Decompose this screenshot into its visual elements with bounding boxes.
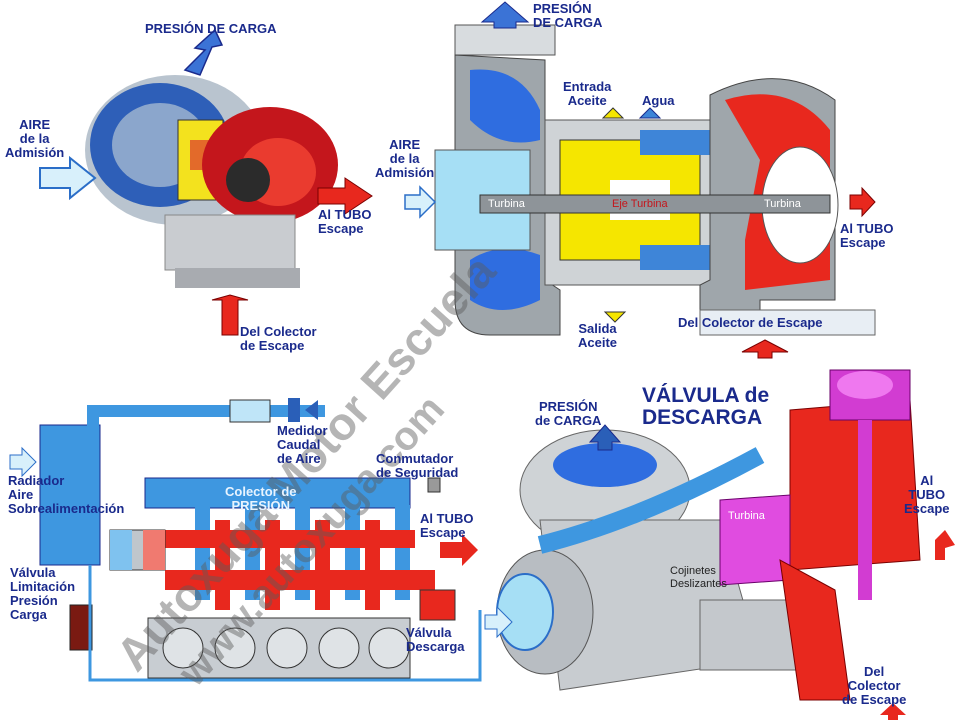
p1-presion-carga-label: PRESIÓN DE CARGA [145, 21, 277, 36]
p3-valvula-limitacion-label: Válvula Limitación Presión Carga [10, 565, 76, 622]
radiador-arrow [9, 446, 37, 478]
p1-aire-admision-label: AIRE de la Admisión [5, 117, 65, 160]
panel4-wastegate [496, 369, 921, 701]
escape-arrow-3 [440, 534, 478, 566]
p2-entrada-aceite-label: Entrada Aceite [563, 79, 612, 108]
agua-arrow [638, 107, 662, 119]
p4-al-tubo-escape-label: Al TUBO Escape [904, 473, 950, 516]
p3-al-tubo-escape-label: Al TUBO Escape [420, 511, 474, 540]
aire-arrow-2 [404, 185, 437, 219]
p4-cojinetes-label: Cojinetes Deslizantes [670, 565, 727, 590]
panel1-turbo-cutaway [85, 75, 338, 288]
p3-medidor-label: Medidor Caudal de Aire [277, 423, 328, 466]
aceite-out-arrow [603, 311, 627, 323]
p2-salida-aceite-label: Salida Aceite [578, 321, 618, 350]
p2-aire-admision-label: AIRE de la Admisión [375, 137, 435, 180]
p2-eje-turbina-label: Eje Turbina [612, 198, 668, 210]
p4-title: VÁLVULA de DESCARGA [642, 384, 770, 429]
p4-turbina-label: Turbina [728, 510, 765, 522]
p3-colector-presion-label: Colector de PRESIÓN [225, 484, 297, 513]
escape-arrow-4 [935, 530, 955, 560]
aire-arrow-1 [39, 155, 97, 201]
p4-del-colector-label: Del Colector de Escape [842, 664, 907, 707]
p2-al-tubo-escape-label: Al TUBO Escape [840, 221, 894, 250]
colector-arrow-4 [880, 703, 906, 720]
escape-arrow-2 [849, 186, 876, 218]
p2-presion-carga-label: PRESIÓN DE CARGA [533, 1, 603, 30]
aire-arrow-4 [484, 605, 513, 639]
p4-presion-carga-label: PRESIÓN de CARGA [535, 399, 602, 428]
panel3-engine-schematic [39, 398, 482, 682]
p1-del-colector-label: Del Colector de Escape [240, 324, 317, 353]
p3-valvula-descarga-label: Válvula Descarga [406, 625, 465, 654]
medidor-arrow [305, 400, 318, 420]
p2-agua-label: Agua [642, 93, 675, 108]
colector-arrow-2 [741, 339, 789, 359]
colector-arrow-1 [211, 294, 249, 336]
p3-radiador-label: Radiador Aire Sobrealimentación [8, 473, 125, 516]
p3-conmutador-label: Conmutador de Seguridad [376, 451, 459, 480]
escape-arrow-1 [317, 177, 373, 215]
p1-al-tubo-escape-label: Al TUBO Escape [318, 207, 372, 236]
presion-arrow-1 [183, 28, 224, 76]
p2-del-colector-label: Del Colector de Escape [678, 315, 823, 330]
p2-turbina-right-label: Turbina [764, 198, 801, 210]
presion-arrow-2 [480, 1, 530, 29]
panel2-turbo-section [434, 24, 876, 336]
p2-turbina-left-label: Turbina [488, 198, 525, 210]
presion-arrow-4 [588, 424, 622, 451]
aceite-in-arrow [601, 107, 625, 119]
